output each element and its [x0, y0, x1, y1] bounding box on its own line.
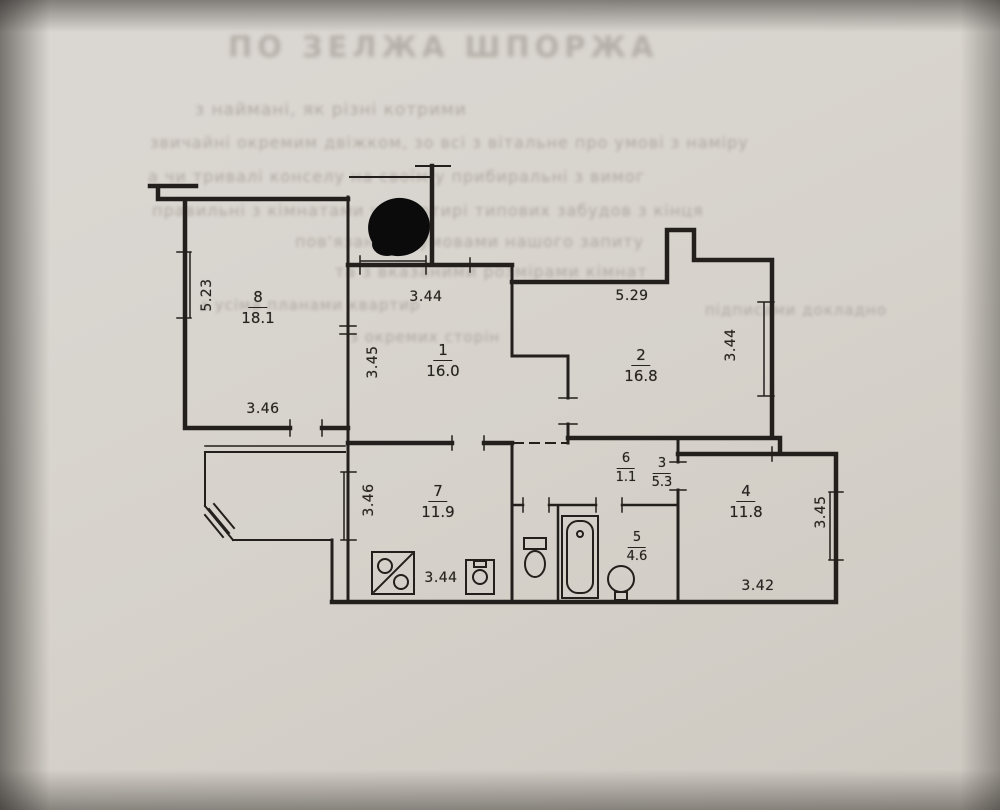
bathtub-icon — [561, 515, 599, 599]
outer-walls — [147, 163, 839, 605]
toilet-icon — [523, 537, 547, 578]
partition-walls — [510, 503, 680, 604]
ink-blob — [368, 197, 430, 257]
washbasin-icon — [607, 565, 635, 601]
stove-icon — [371, 551, 415, 595]
windows-and-ticks — [176, 251, 844, 561]
interior-walls — [330, 195, 680, 604]
sink-icon — [465, 559, 495, 595]
